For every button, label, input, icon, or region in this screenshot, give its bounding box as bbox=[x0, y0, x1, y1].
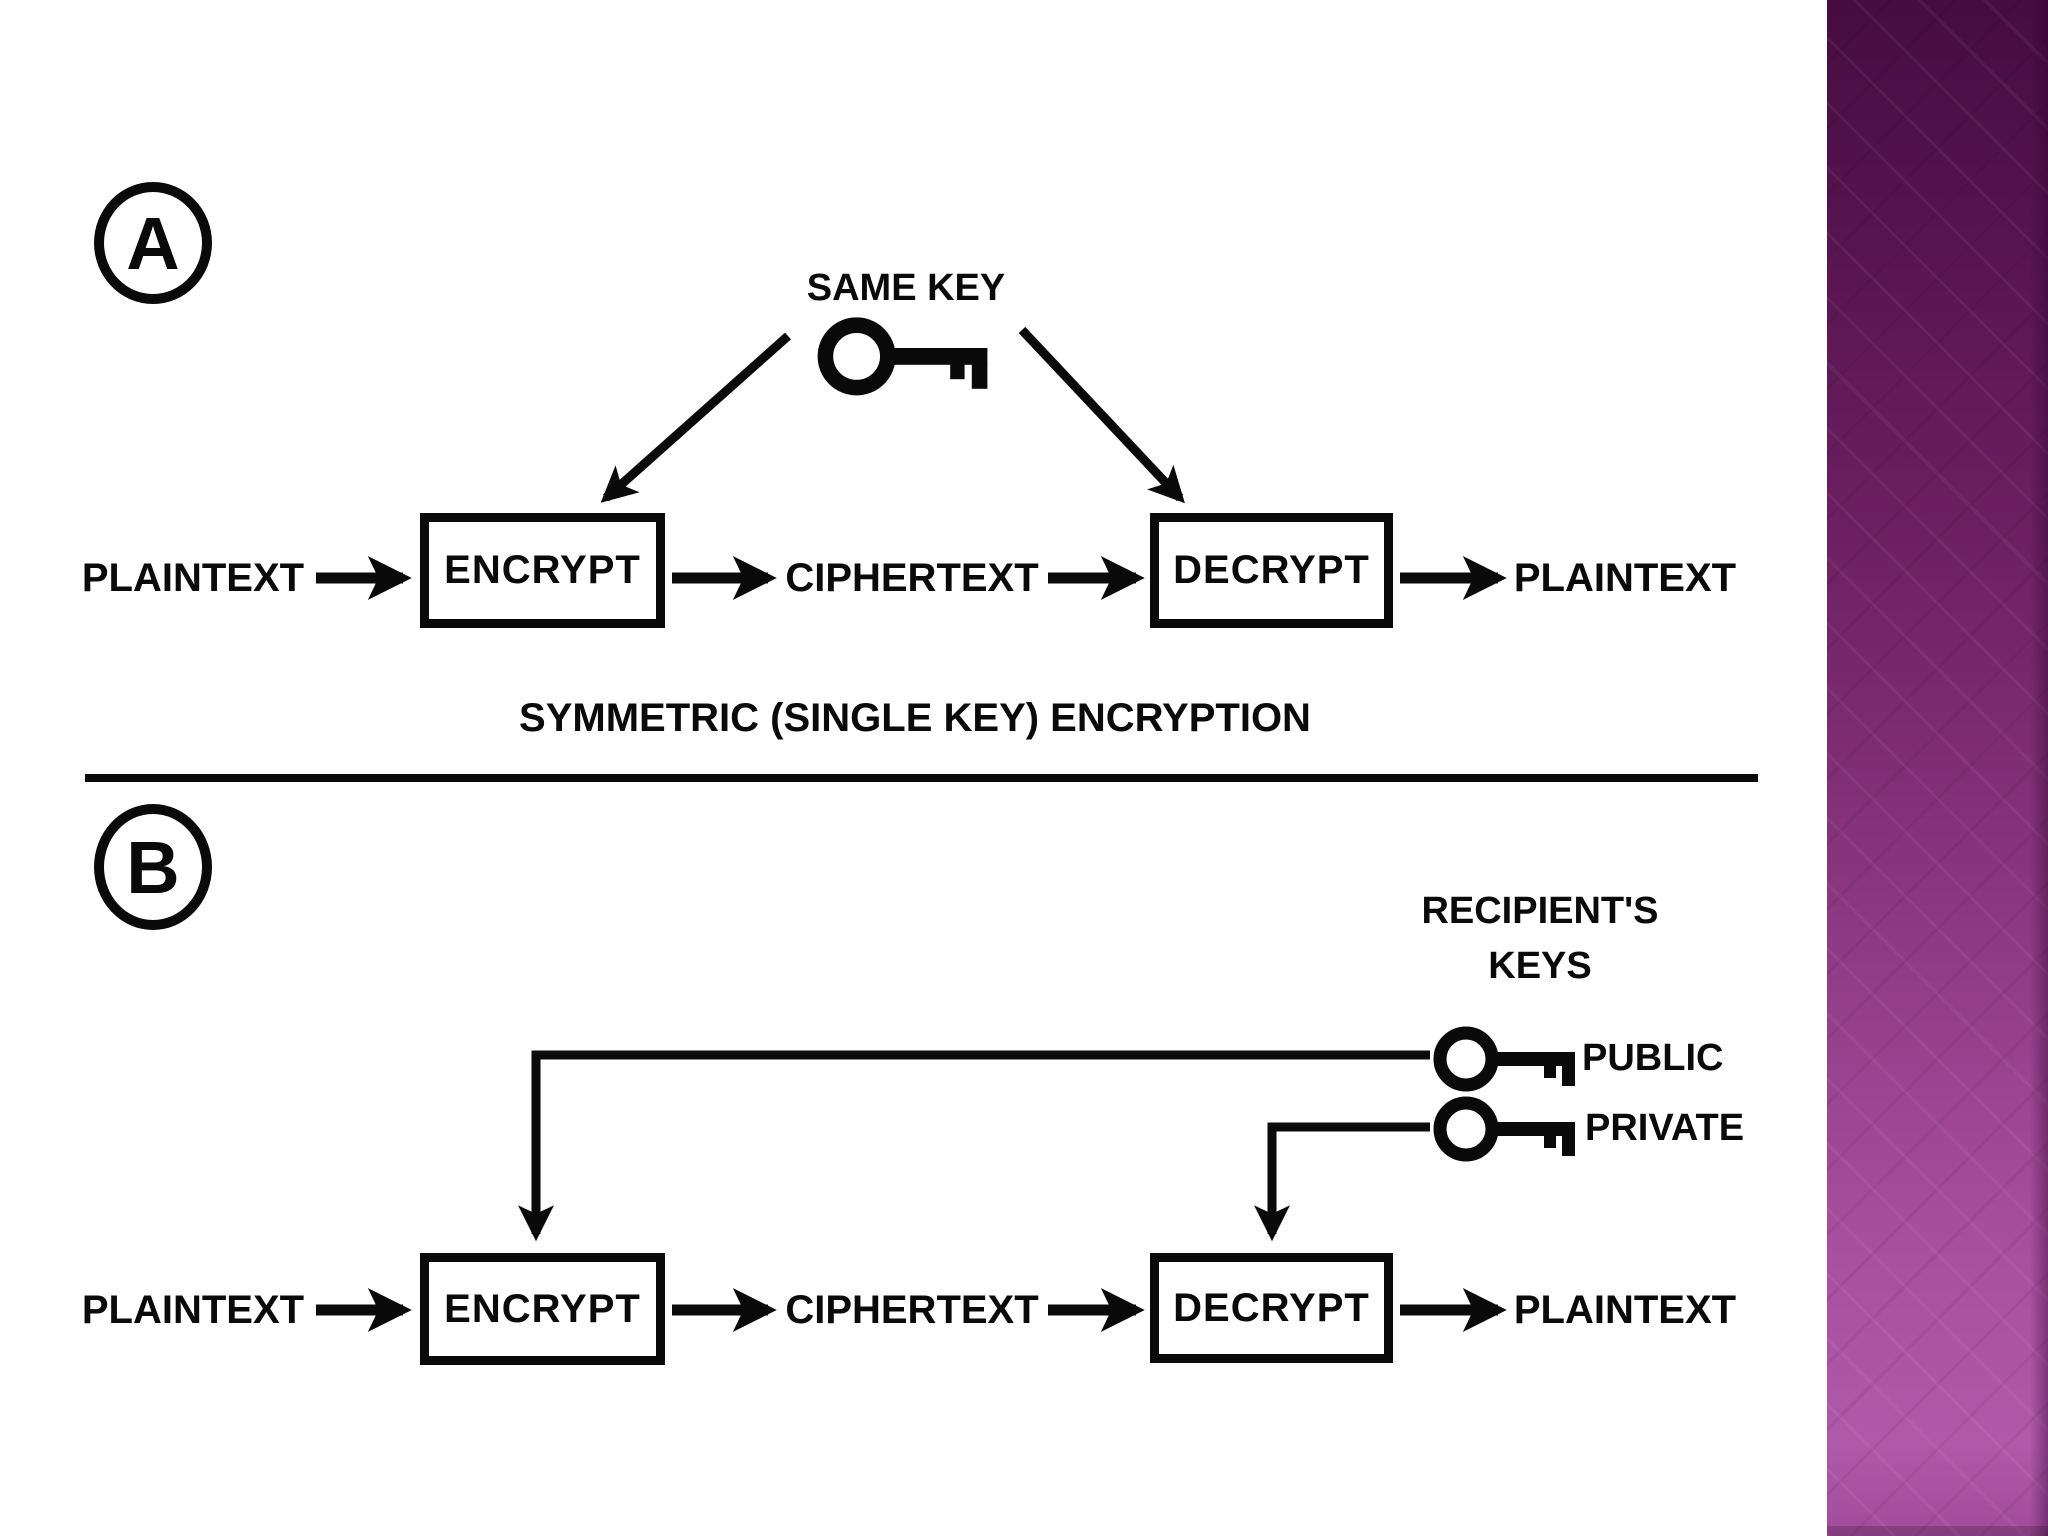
band-edge-shadow bbox=[2030, 0, 2048, 1536]
section-b-badge: B bbox=[94, 804, 212, 930]
b-ciphertext-label: CIPHERTEXT bbox=[785, 1288, 1039, 1332]
a-encrypt-label: ENCRYPT bbox=[444, 548, 641, 592]
accent-gradient-band bbox=[1827, 0, 2048, 1536]
section-b-badge-letter: B bbox=[126, 825, 180, 909]
section-a-badge: A bbox=[94, 182, 212, 304]
a-decrypt-label: DECRYPT bbox=[1173, 548, 1370, 592]
a-plaintext-out-label: PLAINTEXT bbox=[1513, 556, 1737, 600]
private-key-label: PRIVATE bbox=[1585, 1107, 1745, 1149]
symmetric-caption: SYMMETRIC (SINGLE KEY) ENCRYPTION bbox=[519, 696, 1311, 740]
a-decrypt-box: DECRYPT bbox=[1150, 513, 1393, 628]
same-key-to-encrypt-arrow bbox=[600, 332, 791, 503]
public-key-label: PUBLIC bbox=[1582, 1037, 1724, 1079]
recipients-keys-line2: KEYS bbox=[1488, 945, 1592, 987]
a-encrypt-box: ENCRYPT bbox=[420, 513, 665, 628]
a-plaintext-in-label: PLAINTEXT bbox=[81, 556, 305, 600]
private-key-to-decrypt-connector bbox=[1254, 1122, 1430, 1242]
b-plaintext-in-label: PLAINTEXT bbox=[81, 1288, 305, 1332]
private-key-icon bbox=[1440, 1103, 1575, 1156]
same-key-to-decrypt-arrow bbox=[1018, 326, 1185, 504]
a-ciphertext-label: CIPHERTEXT bbox=[785, 556, 1039, 600]
b-plaintext-out-label: PLAINTEXT bbox=[1513, 1288, 1737, 1332]
diamond-pattern-overlay bbox=[1827, 0, 2048, 1536]
section-a-badge-letter: A bbox=[126, 201, 180, 285]
recipients-keys-title: RECIPIENT'S KEYS bbox=[1400, 884, 1680, 994]
b-encrypt-box: ENCRYPT bbox=[420, 1253, 665, 1365]
band-bottom-shadow bbox=[1827, 1526, 2048, 1536]
recipients-keys-line1: RECIPIENT'S bbox=[1421, 890, 1659, 932]
same-key-label: SAME KEY bbox=[806, 267, 1006, 309]
public-key-to-encrypt-connector bbox=[518, 1050, 1430, 1242]
b-encrypt-label: ENCRYPT bbox=[444, 1286, 641, 1331]
b-decrypt-label: DECRYPT bbox=[1173, 1285, 1370, 1330]
public-key-icon bbox=[1440, 1033, 1575, 1086]
b-decrypt-box: DECRYPT bbox=[1150, 1253, 1393, 1363]
same-key-icon bbox=[825, 325, 987, 389]
